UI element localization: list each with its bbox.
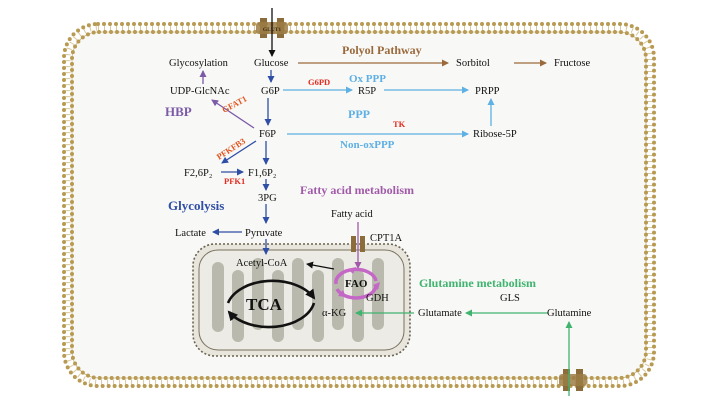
enzyme-cpt1a: CPT1A: [370, 233, 403, 244]
enzyme-g6pd: G6PD: [308, 77, 330, 87]
glutamine-transporter: [559, 369, 587, 391]
pathway-tca: TCA: [246, 295, 283, 314]
pathway-ppp: PPP: [348, 107, 370, 121]
metabolite-f16p2: F1,6P₂: [248, 168, 277, 179]
metabolite-lactate: Lactate: [175, 228, 206, 239]
metabolite-3pg: 3PG: [258, 193, 277, 204]
metabolite-acetyl-coa: Acetyl-CoA: [236, 258, 288, 269]
metabolite-udp-glcnac: UDP-GlcNAc: [170, 86, 230, 97]
metabolite-alpha-kg: α-KG: [322, 308, 347, 319]
metabolite-f26p2: F2,6P₂: [184, 168, 213, 179]
tca-cycle-arc-bottom: [227, 302, 316, 329]
pathway-glycolysis: Glycolysis: [168, 198, 224, 213]
fao-arrowhead-3: [338, 290, 346, 297]
pathway-glutamine-metabolism: Glutamine metabolism: [419, 276, 536, 290]
metabolite-g6p: G6P: [261, 86, 280, 97]
metabolite-r5p: R5P: [358, 86, 376, 97]
metabolite-ribose5p: Ribose-5P: [473, 129, 517, 140]
pathway-hbp: HBP: [165, 104, 192, 119]
arrow-f6p-to-f26p2: [221, 140, 257, 164]
cell-membrane-bilayer: [65, 25, 653, 385]
metabolite-glutamine: Glutamine: [547, 308, 592, 319]
fao-arrowhead-2: [373, 282, 380, 290]
arrow-fao-to-acetylcoa: [306, 261, 335, 270]
pathway-fatty-acid-metabolism: Fatty acid metabolism: [300, 183, 414, 197]
tca-cycle: [226, 279, 316, 329]
cell-membrane-inner-dots: [70, 30, 648, 380]
enzyme-gls: GLS: [500, 293, 520, 304]
fao-cycle-arc-bottom: [335, 284, 378, 300]
metabolite-fatty-acid: Fatty acid: [331, 209, 373, 220]
metabolite-pyruvate: Pyruvate: [245, 228, 283, 239]
fao-arrowhead-1: [348, 267, 356, 274]
cpt1a-transporter: [351, 236, 365, 252]
metabolite-glutamate: Glutamate: [418, 308, 462, 319]
cpt1a-channel-right: [360, 236, 365, 252]
enzyme-gdh: GDH: [366, 293, 389, 304]
cell-membrane-outer-dots: [62, 22, 656, 388]
fao-cycle: [334, 267, 380, 300]
metabolite-prpp: PRPP: [475, 86, 500, 97]
metabolite-glucose: Glucose: [254, 58, 289, 69]
pathway-fao: FAO: [345, 278, 368, 290]
pathway-polyol: Polyol Pathway: [342, 43, 422, 57]
metabolite-fructose: Fructose: [554, 58, 591, 69]
pathway-non-ox-ppp: Non-oxPPP: [340, 139, 395, 151]
metabolite-glycosylation: Glycosylation: [169, 58, 229, 69]
tca-cycle-arc-top: [226, 279, 316, 304]
metabolite-sorbitol: Sorbitol: [456, 58, 490, 69]
enzyme-tk: TK: [393, 119, 406, 129]
cpt1a-channel-left: [351, 236, 356, 252]
metabolite-f6p: F6P: [259, 129, 276, 140]
arrow-f6p-to-udpglcnac: [211, 99, 255, 129]
pathway-ox-ppp: Ox PPP: [349, 73, 386, 85]
transporter-body: [559, 374, 587, 386]
enzyme-pfk1: PFK1: [224, 176, 245, 186]
